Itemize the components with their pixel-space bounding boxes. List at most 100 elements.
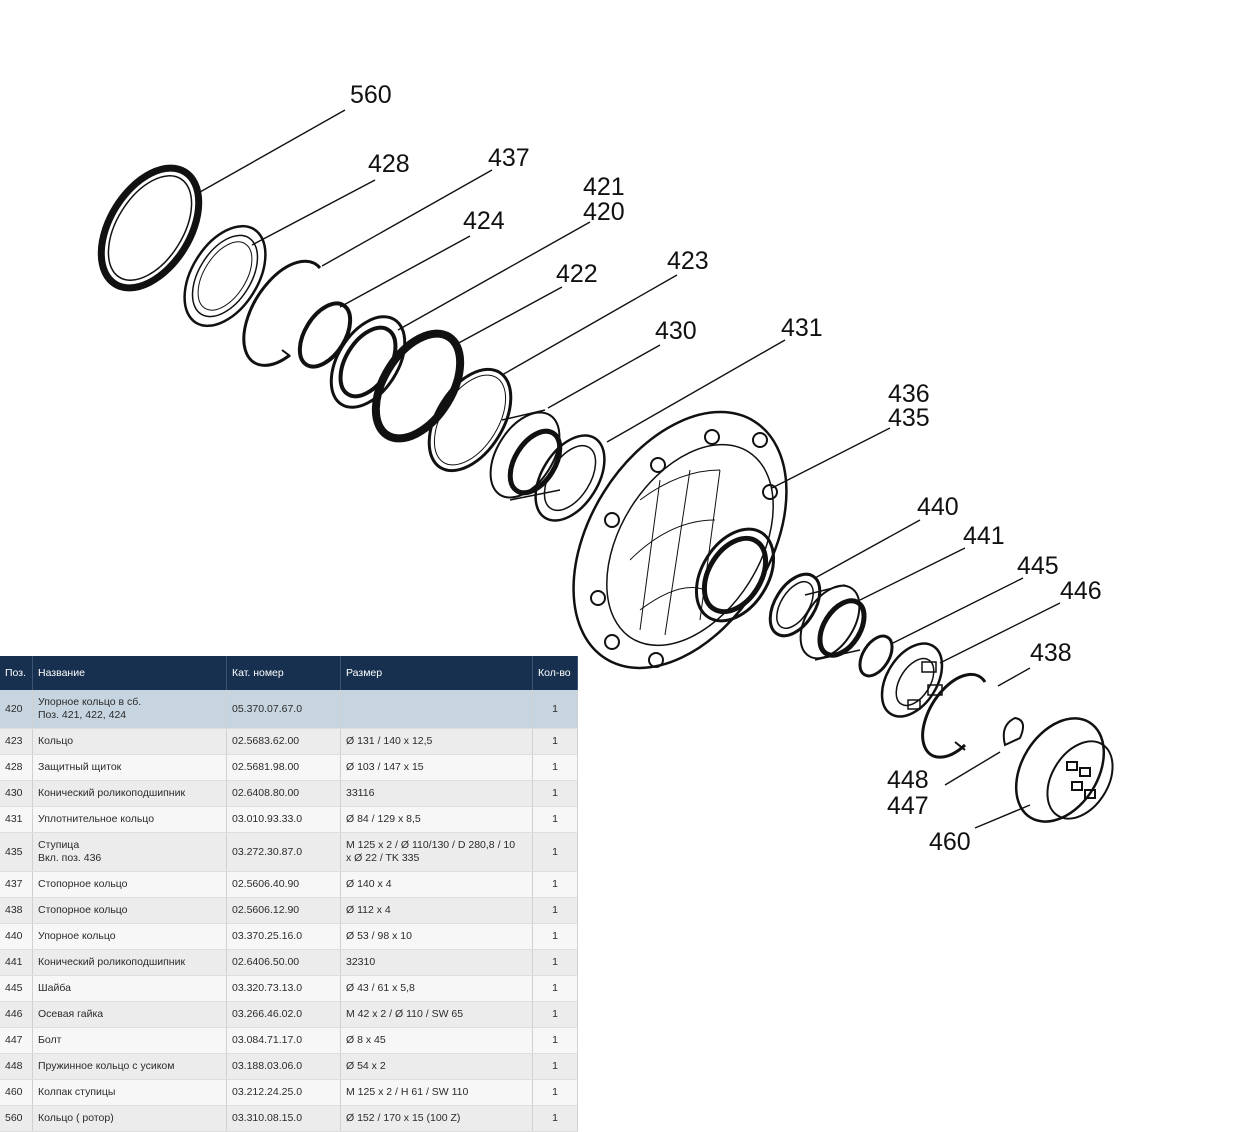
cell-size: Ø 140 x 4 <box>340 871 533 898</box>
table-row: 446 Осевая гайка 03.266.46.02.0 M 42 x 2… <box>0 1001 578 1028</box>
table-header: Поз. Название Кат. номер Размер Кол-во <box>0 656 578 690</box>
cell-size: 33116 <box>340 780 533 807</box>
callout-438: 438 <box>1030 639 1072 667</box>
callout-420: 420 <box>583 198 625 226</box>
part-431-seal-ring <box>534 434 606 522</box>
part-446-axle-nut <box>880 642 944 718</box>
part-445-washer <box>858 634 894 678</box>
col-cat-header: Кат. номер <box>226 656 341 690</box>
cell-qty: 1 <box>532 832 578 872</box>
cell-name: Упорное кольцо в сб.Поз. 421, 422, 424 <box>32 690 227 729</box>
table-row: 431 Уплотнительное кольцо 03.010.93.33.0… <box>0 806 578 833</box>
cell-cat: 03.272.30.87.0 <box>226 832 341 872</box>
cell-name: Осевая гайка <box>32 1001 227 1028</box>
cell-qty: 1 <box>532 754 578 781</box>
cell-name: Конический роликоподшипник <box>32 780 227 807</box>
cell-size-line1: M 125 x 2 / Ø 110/130 / D 280,8 / 10 <box>346 839 516 851</box>
cell-size-line2: x Ø 22 / TK 335 <box>346 852 420 864</box>
callout-441: 441 <box>963 522 1005 550</box>
callout-460: 460 <box>929 828 971 856</box>
callout-430: 430 <box>655 317 697 345</box>
cell-name-line1: Ступица <box>38 839 80 851</box>
table-row: 441 Конический роликоподшипник 02.6406.5… <box>0 949 578 976</box>
cell-size: Ø 131 / 140 x 12,5 <box>340 728 533 755</box>
cell-size: Ø 43 / 61 x 5,8 <box>340 975 533 1002</box>
table-row: 445 Шайба 03.320.73.13.0 Ø 43 / 61 x 5,8… <box>0 975 578 1002</box>
cell-name: Упорное кольцо <box>32 923 227 950</box>
cell-pos: 448 <box>0 1053 33 1080</box>
part-437-snap-ring <box>242 259 322 367</box>
cell-qty: 1 <box>532 1105 578 1132</box>
cell-pos: 446 <box>0 1001 33 1028</box>
cell-qty: 1 <box>532 975 578 1002</box>
cell-name-line2: Вкл. поз. 436 <box>38 852 102 864</box>
col-size-header: Размер <box>340 656 533 690</box>
cell-name: Защитный щиток <box>32 754 227 781</box>
cell-size: M 125 x 2 / H 61 / SW 110 <box>340 1079 533 1106</box>
table-row: 423 Кольцо 02.5683.62.00 Ø 131 / 140 x 1… <box>0 728 578 755</box>
callouts: 560 428 437 421 420 424 422 423 430 431 … <box>350 81 1102 856</box>
cell-cat: 02.6408.80.00 <box>226 780 341 807</box>
cell-pos: 441 <box>0 949 33 976</box>
col-qty-header: Кол-во <box>532 656 578 690</box>
cell-cat: 02.5606.12.90 <box>226 897 341 924</box>
callout-440: 440 <box>917 493 959 521</box>
cell-cat: 03.212.24.25.0 <box>226 1079 341 1106</box>
cell-name-line2: Поз. 421, 422, 424 <box>38 709 127 721</box>
cell-pos: 431 <box>0 806 33 833</box>
col-pos-header: Поз. <box>0 656 33 690</box>
cell-qty: 1 <box>532 780 578 807</box>
cell-pos: 560 <box>0 1105 33 1132</box>
cell-cat: 03.320.73.13.0 <box>226 975 341 1002</box>
cell-qty: 1 <box>532 806 578 833</box>
callout-423: 423 <box>667 247 709 275</box>
table-row: 560 Кольцо ( ротор) 03.310.08.15.0 Ø 152… <box>0 1105 578 1132</box>
cell-cat: 03.188.03.06.0 <box>226 1053 341 1080</box>
cell-name: Кольцо <box>32 728 227 755</box>
cell-cat: 02.5681.98.00 <box>226 754 341 781</box>
cell-cat: 03.310.08.15.0 <box>226 1105 341 1132</box>
cell-pos: 435 <box>0 832 33 872</box>
cell-pos: 423 <box>0 728 33 755</box>
table-row: 448 Пружинное кольцо с усиком 03.188.03.… <box>0 1053 578 1080</box>
cell-qty: 1 <box>532 690 578 729</box>
cell-qty: 1 <box>532 1001 578 1028</box>
cell-size: Ø 54 x 2 <box>340 1053 533 1080</box>
leader-lines <box>199 109 1061 829</box>
part-560-ring <box>97 164 203 292</box>
cell-cat: 03.370.25.16.0 <box>226 923 341 950</box>
cell-qty: 1 <box>532 871 578 898</box>
callout-422: 422 <box>556 260 598 288</box>
table-row: 447 Болт 03.084.71.17.0 Ø 8 x 45 1 <box>0 1027 578 1054</box>
callout-435: 435 <box>888 404 930 432</box>
cell-size: 32310 <box>340 949 533 976</box>
part-448-spring-ring <box>1002 716 1025 747</box>
cell-pos: 430 <box>0 780 33 807</box>
cell-name: Кольцо ( ротор) <box>32 1105 227 1132</box>
callout-421: 421 <box>583 173 625 201</box>
part-430-bearing <box>489 409 563 501</box>
cell-pos: 420 <box>0 690 33 729</box>
callout-448: 448 <box>887 766 929 794</box>
cell-qty: 1 <box>532 897 578 924</box>
part-423-ring <box>427 367 513 473</box>
cell-name: Стопорное кольцо <box>32 871 227 898</box>
part-422-seal <box>371 329 465 443</box>
callout-431: 431 <box>781 314 823 342</box>
part-438-snap-ring <box>921 672 987 759</box>
cell-qty: 1 <box>532 923 578 950</box>
cell-name: Шайба <box>32 975 227 1002</box>
table-row: 438 Стопорное кольцо 02.5606.12.90 Ø 112… <box>0 897 578 924</box>
cell-size: Ø 84 / 129 x 8,5 <box>340 806 533 833</box>
part-435-hub <box>572 410 788 670</box>
cell-name: Стопорное кольцо <box>32 897 227 924</box>
cell-size: Ø 103 / 147 x 15 <box>340 754 533 781</box>
callout-445: 445 <box>1017 552 1059 580</box>
cell-pos: 438 <box>0 897 33 924</box>
callout-424: 424 <box>463 207 505 235</box>
cell-qty: 1 <box>532 1053 578 1080</box>
callout-437: 437 <box>488 144 530 172</box>
table-row: 440 Упорное кольцо 03.370.25.16.0 Ø 53 /… <box>0 923 578 950</box>
